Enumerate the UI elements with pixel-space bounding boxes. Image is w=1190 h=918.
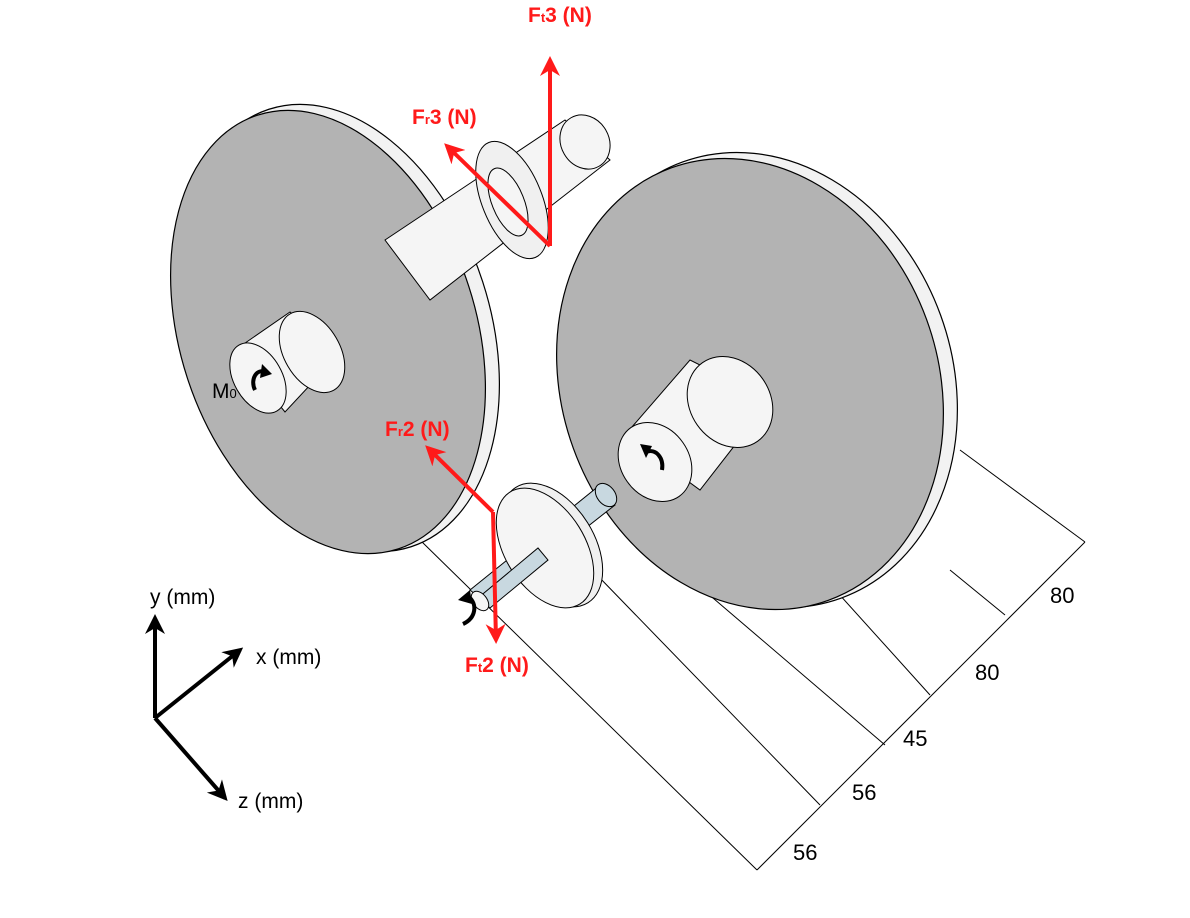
moment-label: M0 — [212, 380, 237, 403]
ft3-label: Ft3 (N) — [528, 4, 592, 27]
ft2-label: Ft2 (N) — [465, 654, 529, 677]
dimension-value: 80 — [975, 660, 999, 685]
lower-pinion — [470, 482, 604, 612]
force-arrows — [425, 56, 560, 644]
x-axis-arrow — [153, 647, 244, 720]
x-axis-label: x (mm) — [256, 646, 321, 669]
y-axis-label: y (mm) — [150, 586, 215, 609]
fr2-label: Fr2 (N) — [385, 418, 450, 441]
dimension-value: 80 — [1050, 583, 1074, 608]
fr3-label: Fr3 (N) — [412, 106, 477, 129]
dimension-value: 56 — [852, 780, 876, 805]
ft2-arrow — [485, 511, 506, 644]
z-axis-label: z (mm) — [238, 790, 303, 813]
fr3-arrow — [444, 143, 552, 248]
fr2-arrow — [425, 445, 495, 514]
z-axis-arrow — [153, 716, 228, 802]
rotation-arrow-head-icon — [260, 364, 652, 604]
dimension-value: 45 — [903, 726, 927, 751]
coordinate-axes — [145, 614, 244, 802]
left-hub — [229, 310, 346, 414]
dimension-value: 56 — [793, 840, 817, 865]
